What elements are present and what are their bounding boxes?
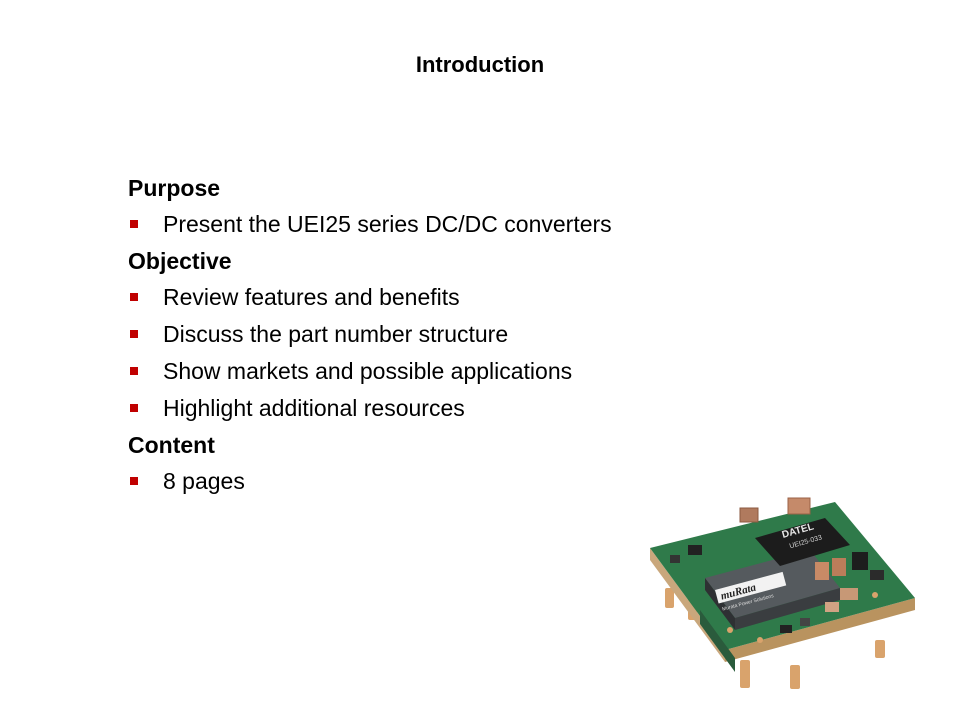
bullet-item: Review features and benefits (128, 279, 768, 316)
bullet-item: Highlight additional resources (128, 390, 768, 427)
section-heading-content: Content (128, 432, 215, 458)
section-heading-objective: Objective (128, 248, 232, 274)
bullet-square-icon (130, 220, 138, 228)
bullet-text: 8 pages (163, 468, 245, 494)
bullet-item: Show markets and possible applications (128, 353, 768, 390)
bullet-text: Review features and benefits (163, 284, 460, 310)
bullet-square-icon (130, 404, 138, 412)
slide-content: Purpose Present the UEI25 series DC/DC c… (128, 170, 768, 500)
product-image-dc-dc-converter: muRata Murata Power Solutions DATEL UEI2… (650, 497, 915, 689)
bullet-text: Present the UEI25 series DC/DC converter… (163, 211, 612, 237)
bullet-square-icon (130, 330, 138, 338)
bullet-square-icon (130, 477, 138, 485)
bullet-item: Present the UEI25 series DC/DC converter… (128, 206, 768, 243)
bullet-text: Discuss the part number structure (163, 321, 509, 347)
bullet-text: Show markets and possible applications (163, 358, 573, 384)
bullet-square-icon (130, 293, 138, 301)
bullet-text: Highlight additional resources (163, 395, 465, 421)
bullet-item: 8 pages (128, 463, 768, 500)
bullet-item: Discuss the part number structure (128, 316, 768, 353)
slide-title: Introduction (415, 52, 545, 77)
bullet-square-icon (130, 367, 138, 375)
section-heading-purpose: Purpose (128, 175, 221, 201)
